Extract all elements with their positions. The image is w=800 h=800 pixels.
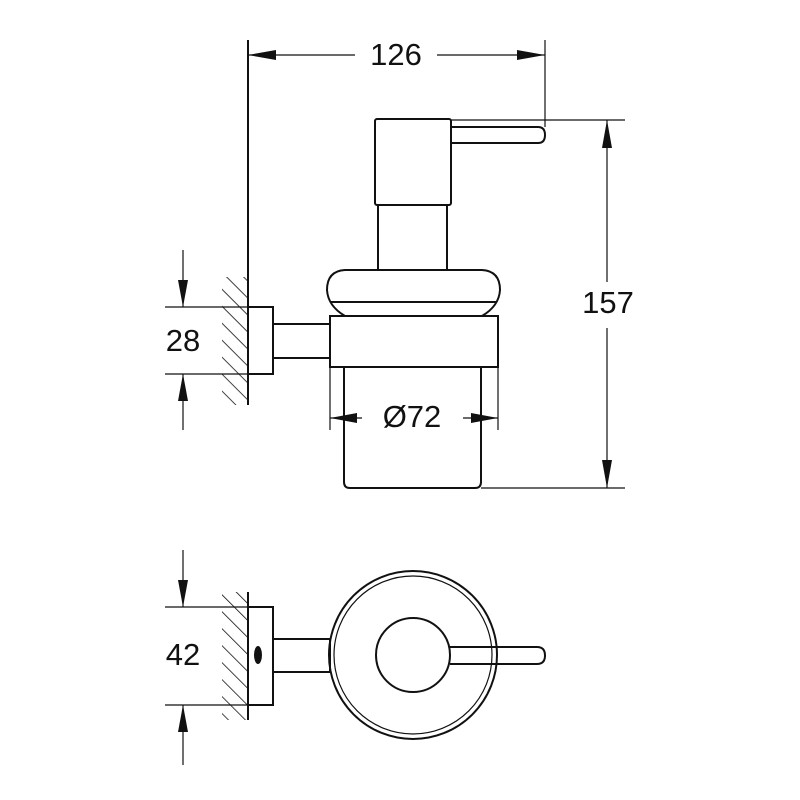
wall-hatching: [222, 592, 248, 720]
side-view: [222, 40, 547, 489]
pump-head-circle: [375, 617, 451, 693]
dimension-flange-top: 42: [165, 550, 248, 765]
holder-arm: [272, 638, 331, 673]
arrow-left-icon: [248, 50, 276, 60]
wall-flange: [247, 306, 274, 375]
arrow-up-icon: [602, 120, 612, 148]
arrow-up-icon: [178, 374, 188, 401]
arrow-up-icon: [178, 705, 188, 732]
dimension-width: 126: [248, 37, 546, 127]
dimension-label-height: 157: [582, 285, 634, 320]
dimension-height: 157: [451, 119, 634, 489]
dimension-label-flange-side: 28: [166, 323, 200, 358]
arrow-right-icon: [471, 413, 498, 423]
dimension-diameter: Ø72: [329, 367, 499, 434]
arrow-down-icon: [178, 280, 188, 307]
pump-cap: [325, 269, 502, 317]
logo-mark: [254, 646, 262, 664]
outer-ring: [328, 570, 498, 740]
dimension-label-flange-top: 42: [166, 637, 200, 672]
dimension-flange-side: 28: [165, 250, 248, 430]
wall-hatching: [222, 277, 248, 405]
pump-head: [374, 118, 452, 206]
collar-ring: [329, 315, 499, 368]
dimension-label-diameter: Ø72: [383, 399, 442, 434]
arrow-down-icon: [602, 460, 612, 488]
top-view: [222, 570, 547, 740]
pump-spout: [451, 126, 547, 144]
pump-spout: [450, 646, 547, 665]
arrow-right-icon: [517, 50, 545, 60]
arrow-down-icon: [178, 580, 188, 607]
pump-neck: [377, 204, 448, 271]
holder-arm: [272, 323, 331, 359]
arrow-left-icon: [330, 413, 357, 423]
inner-ring: [333, 575, 493, 735]
dimension-label-width: 126: [370, 37, 422, 72]
glass-container: [343, 367, 482, 489]
